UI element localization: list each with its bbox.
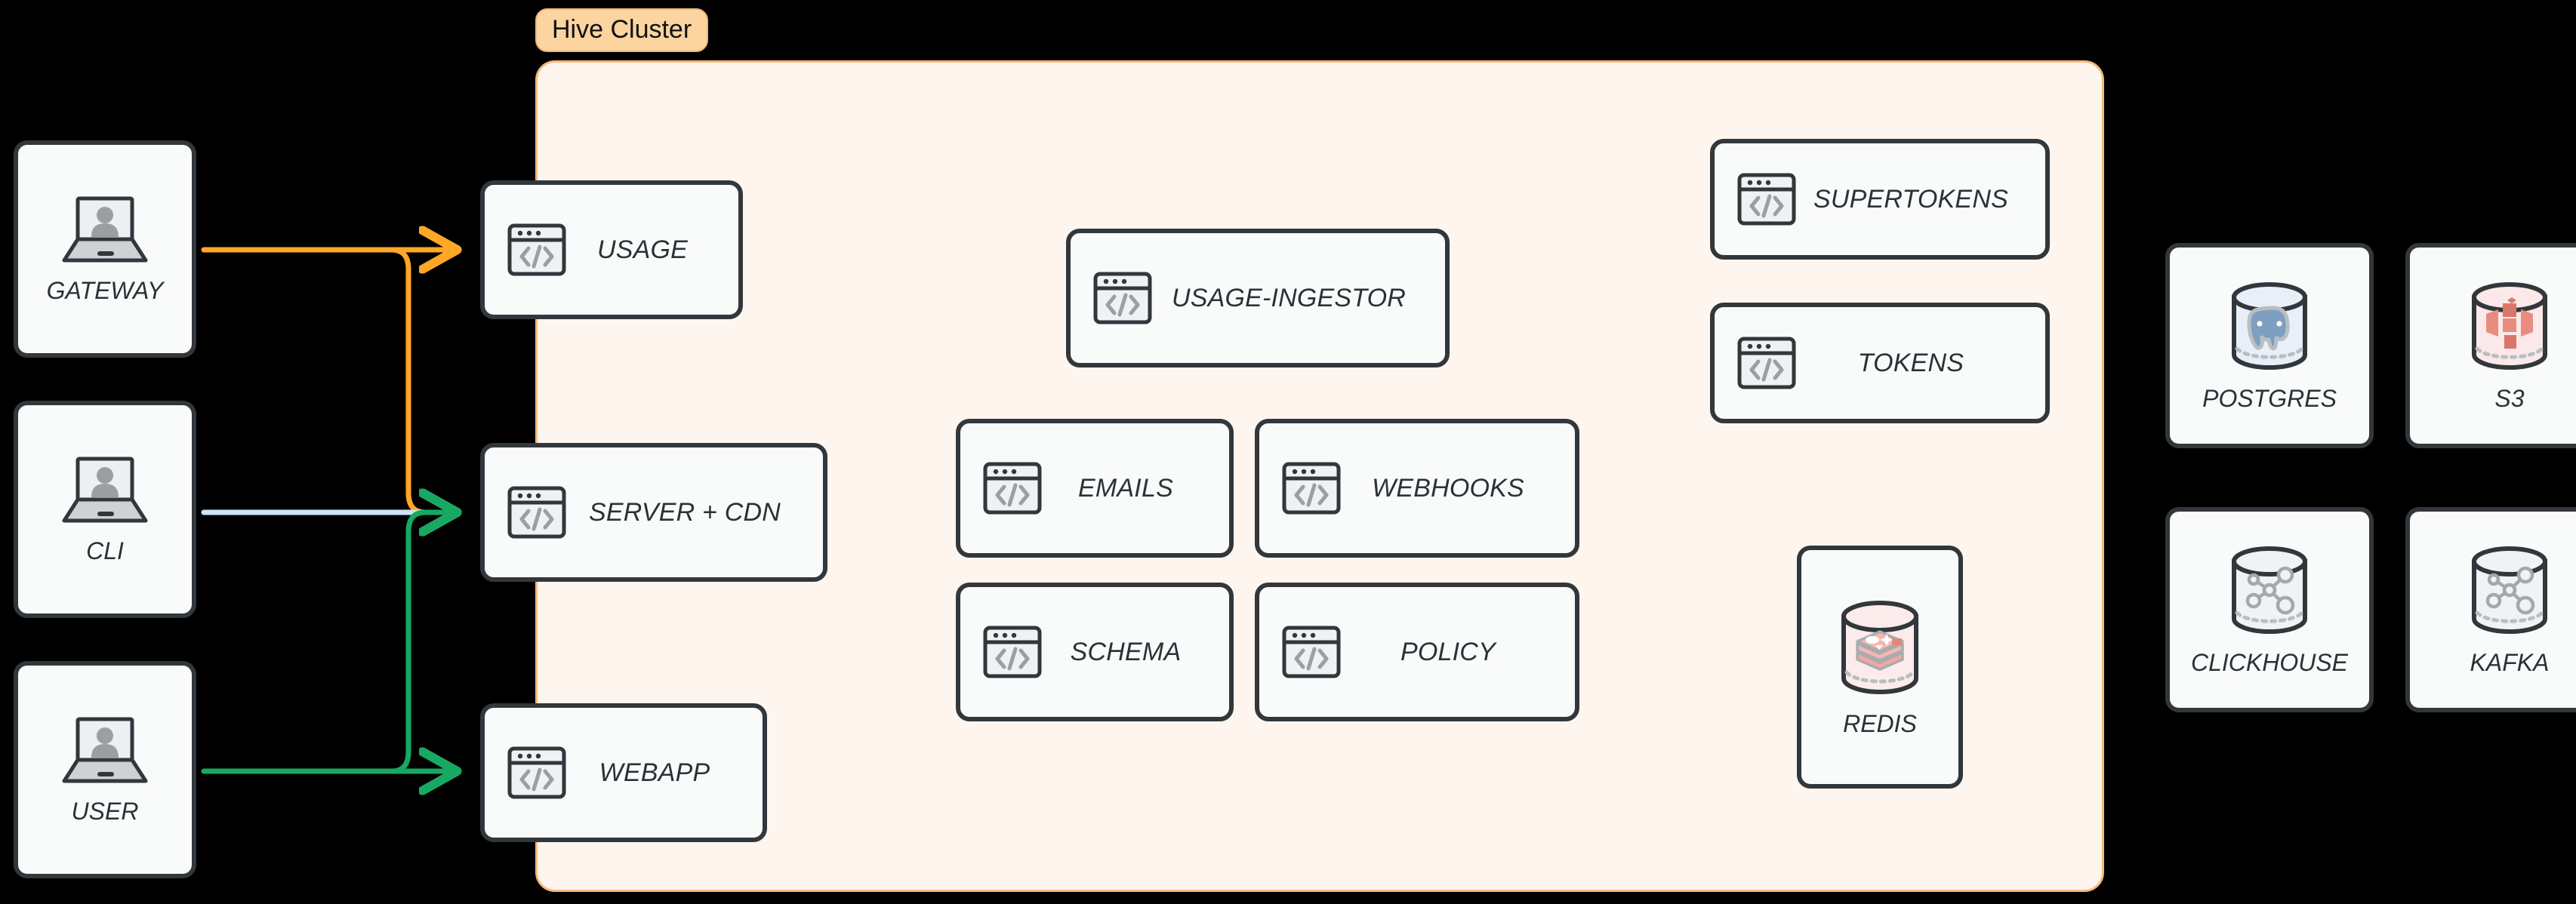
node-label: TOKENS: [1857, 348, 1964, 377]
node-kafka[interactable]: KAFKA: [2405, 507, 2576, 712]
node-label: KAFKA: [2470, 648, 2550, 676]
laptop-user-icon: [58, 454, 152, 527]
node-schema[interactable]: SCHEMA: [956, 583, 1234, 721]
node-usage[interactable]: USAGE: [480, 180, 743, 319]
node-webapp[interactable]: WEBAPP: [480, 703, 767, 842]
kafka-database-icon: [2459, 543, 2560, 638]
node-label: CLI: [86, 537, 124, 564]
code-window-icon: [1737, 337, 1796, 389]
code-window-icon: [507, 746, 566, 799]
node-label: USAGE-INGESTOR: [1171, 283, 1407, 312]
node-label: USER: [71, 797, 139, 825]
postgres-database-icon: [2219, 279, 2320, 374]
node-postgres[interactable]: POSTGRES: [2165, 243, 2374, 448]
node-policy[interactable]: POLICY: [1255, 583, 1579, 721]
node-cli[interactable]: CLI: [14, 401, 196, 618]
node-tokens[interactable]: TOKENS: [1710, 303, 2050, 423]
code-window-icon: [507, 486, 566, 539]
node-emails[interactable]: EMAILS: [956, 419, 1234, 558]
clickhouse-database-icon: [2219, 543, 2320, 638]
node-label: SCHEMA: [1070, 637, 1182, 666]
node-s3[interactable]: S3: [2405, 243, 2576, 448]
node-label: USAGE: [596, 235, 689, 264]
node-label: SUPERTOKENS: [1813, 184, 2008, 214]
redis-database-icon: [1827, 597, 1933, 700]
code-window-icon: [507, 223, 566, 276]
node-redis[interactable]: REDIS: [1797, 546, 1963, 789]
wire-gateway-server: [389, 247, 453, 512]
node-label: GATEWAY: [46, 276, 164, 304]
node-server-cdn[interactable]: SERVER + CDN: [480, 443, 827, 582]
node-usage-ingestor[interactable]: USAGE-INGESTOR: [1066, 229, 1450, 367]
hive-cluster-badge: Hive Cluster: [535, 8, 709, 52]
node-label: S3: [2494, 384, 2525, 412]
node-label: WEBHOOKS: [1372, 473, 1524, 503]
node-label: POSTGRES: [2202, 384, 2337, 412]
laptop-user-icon: [58, 715, 152, 787]
s3-database-icon: [2459, 279, 2560, 374]
node-webhooks[interactable]: WEBHOOKS: [1255, 419, 1579, 558]
node-label: WEBAPP: [599, 758, 710, 787]
code-window-icon: [1282, 462, 1341, 515]
node-label: POLICY: [1400, 637, 1496, 666]
laptop-user-icon: [58, 194, 152, 266]
node-label: SERVER + CDN: [588, 497, 781, 527]
node-label: REDIS: [1843, 709, 1917, 737]
code-window-icon: [983, 462, 1042, 515]
code-window-icon: [1282, 626, 1341, 678]
code-window-icon: [983, 626, 1042, 678]
node-clickhouse[interactable]: CLICKHOUSE: [2165, 507, 2374, 712]
node-supertokens[interactable]: SUPERTOKENS: [1710, 139, 2050, 260]
node-gateway[interactable]: GATEWAY: [14, 140, 196, 358]
node-user[interactable]: USER: [14, 661, 196, 878]
code-window-icon: [1737, 173, 1796, 226]
node-label: EMAILS: [1078, 473, 1173, 503]
code-window-icon: [1093, 272, 1152, 324]
node-label: CLICKHOUSE: [2190, 648, 2349, 676]
wire-user-server: [389, 512, 453, 774]
